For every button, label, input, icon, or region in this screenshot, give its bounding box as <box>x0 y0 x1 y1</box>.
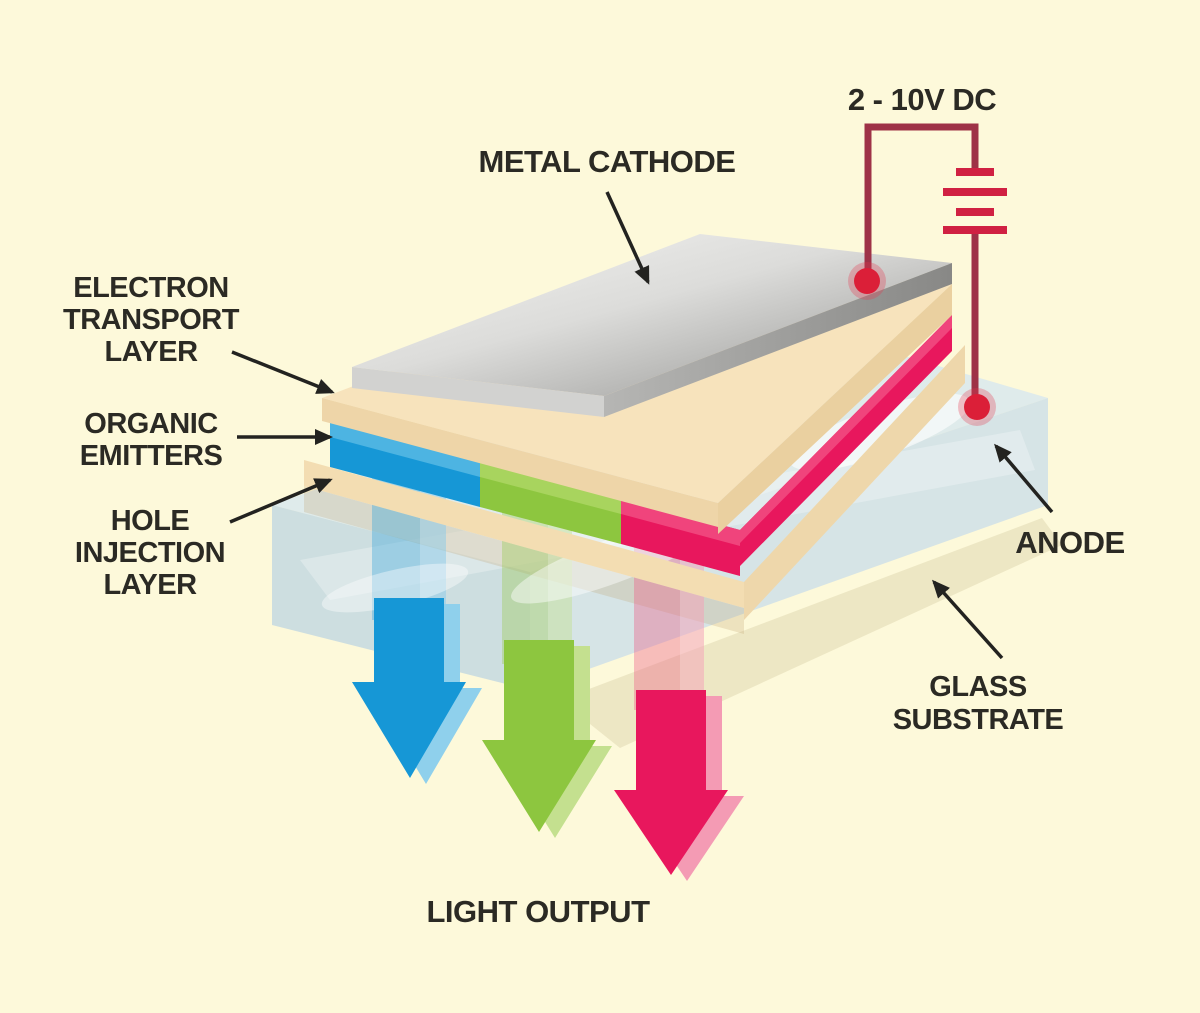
organic-emitters-label: ORGANIC EMITTERS <box>80 408 223 472</box>
light-output-arrows <box>352 598 744 881</box>
power-circuit <box>848 123 1007 426</box>
voltage-label: 2 - 10V DC <box>848 82 996 117</box>
svg-text:LAYER: LAYER <box>103 569 197 601</box>
metal-cathode-label: METAL CATHODE <box>479 144 736 179</box>
red-arrow <box>614 690 728 875</box>
hole-injection-pointer <box>229 478 333 524</box>
pointer-arrows <box>229 191 1054 660</box>
svg-text:GLASS: GLASS <box>929 671 1027 703</box>
glass-substrate-label: GLASS SUBSTRATE <box>893 671 1064 736</box>
red-emitter-top <box>621 498 740 546</box>
blue-emitter-top <box>330 421 480 477</box>
svg-text:ELECTRON: ELECTRON <box>73 272 229 304</box>
green-arrow <box>482 640 596 832</box>
cathode-contact-dot <box>854 268 880 294</box>
battery-icon <box>943 168 1007 234</box>
svg-text:INJECTION: INJECTION <box>75 537 225 569</box>
hole-injection-layer-label: HOLE INJECTION LAYER <box>75 505 226 601</box>
metal-cathode <box>352 234 952 417</box>
wire-cathode <box>864 123 979 270</box>
svg-text:SUBSTRATE: SUBSTRATE <box>893 704 1064 736</box>
anode-label: ANODE <box>1015 525 1124 560</box>
light-output-label: LIGHT OUTPUT <box>426 894 650 929</box>
glass-substrate-pointer <box>931 579 1004 660</box>
electron-transport-pointer <box>231 350 335 394</box>
svg-text:EMITTERS: EMITTERS <box>80 440 223 472</box>
anode-pointer <box>994 443 1054 514</box>
blue-arrow <box>352 598 466 778</box>
electron-transport-layer-label: ELECTRON TRANSPORT LAYER <box>63 272 240 368</box>
red-emitter-side-top <box>740 315 952 543</box>
hole-injection-layer <box>304 345 965 620</box>
organic-emitters <box>330 315 952 576</box>
green-emitter-top <box>480 461 621 514</box>
svg-text:LAYER: LAYER <box>104 336 198 368</box>
svg-text:HOLE: HOLE <box>111 505 190 537</box>
stack-shadow <box>304 486 744 634</box>
svg-text:TRANSPORT: TRANSPORT <box>63 304 240 336</box>
svg-text:ORGANIC: ORGANIC <box>84 408 218 440</box>
anode-contact-dot <box>964 394 990 420</box>
metal-cathode-pointer <box>605 191 650 285</box>
